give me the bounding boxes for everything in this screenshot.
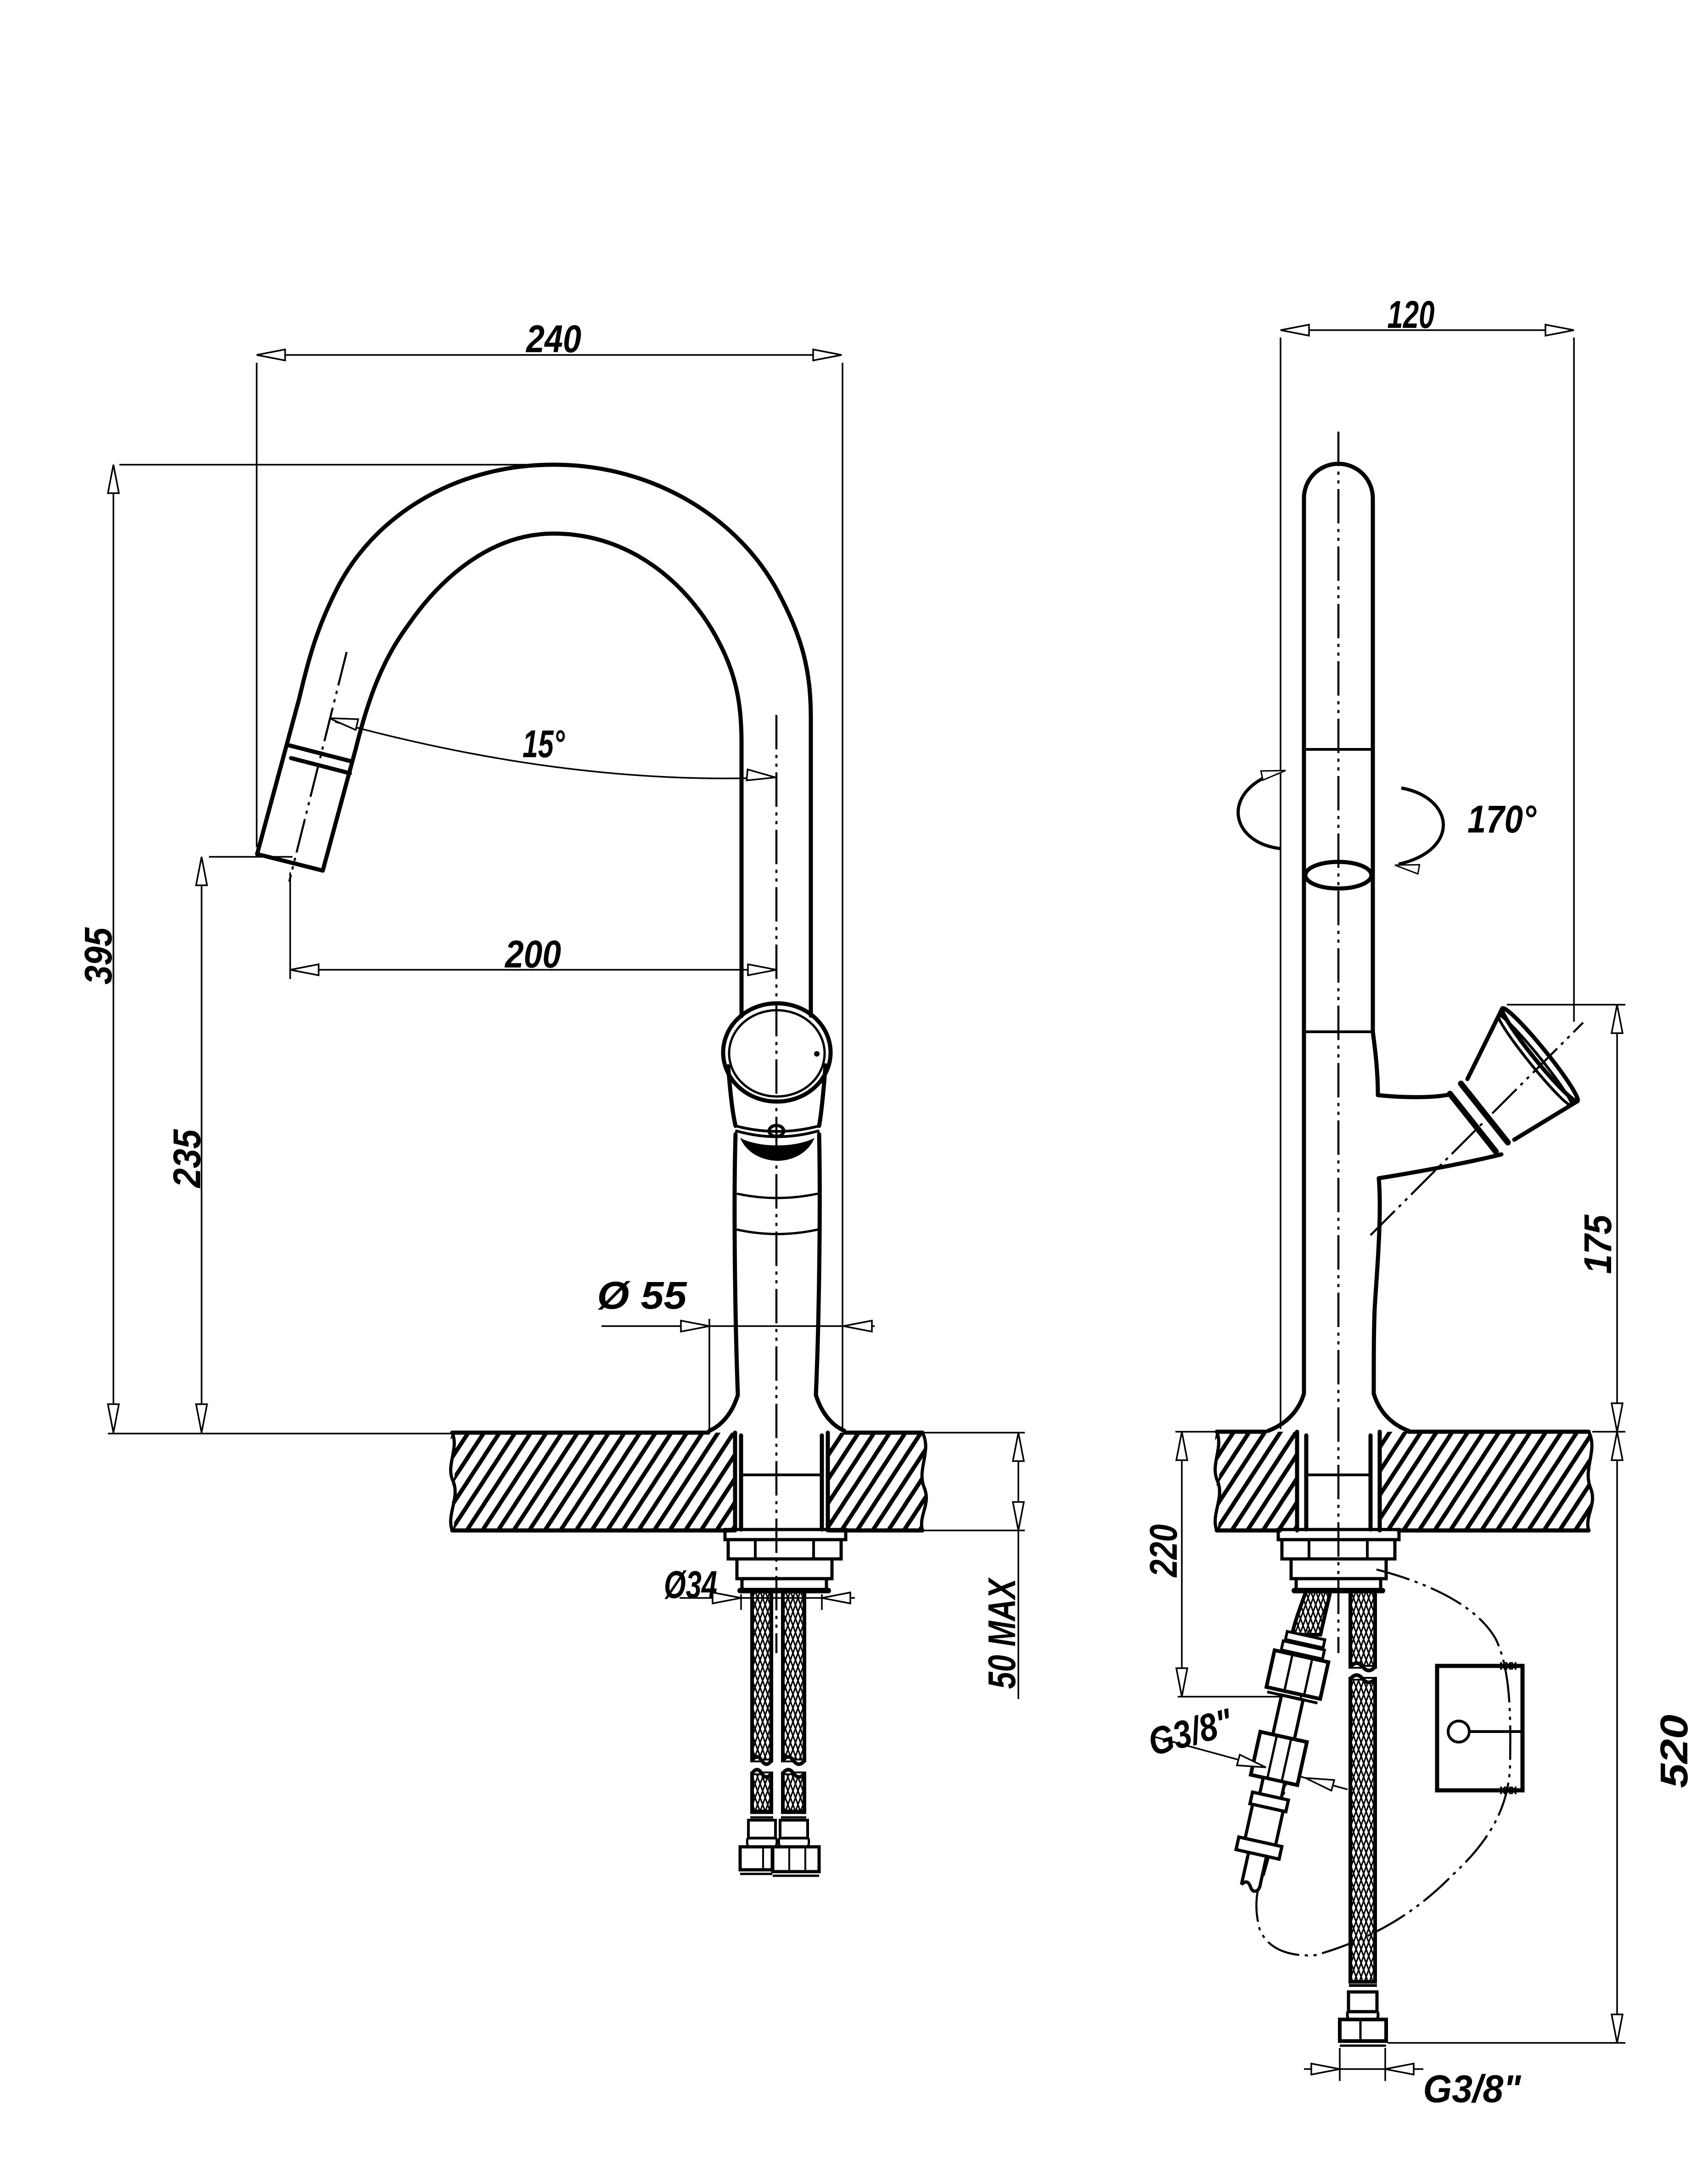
- svg-text:240: 240: [525, 317, 581, 360]
- svg-text:15°: 15°: [523, 722, 565, 765]
- svg-text:Ø34: Ø34: [664, 1563, 717, 1606]
- svg-text:175: 175: [1576, 1214, 1619, 1274]
- svg-text:220: 220: [1142, 1524, 1185, 1578]
- svg-text:235: 235: [165, 1129, 208, 1188]
- svg-text:170°: 170°: [1467, 798, 1537, 841]
- svg-text:120: 120: [1388, 293, 1435, 336]
- svg-text:200: 200: [504, 933, 561, 976]
- svg-text:G3/8": G3/8": [1423, 2067, 1522, 2110]
- svg-text:520: 520: [1652, 1715, 1696, 1788]
- svg-text:Ø 55: Ø 55: [597, 1274, 687, 1317]
- svg-text:395: 395: [77, 927, 120, 984]
- svg-text:50 MAX: 50 MAX: [980, 1577, 1023, 1689]
